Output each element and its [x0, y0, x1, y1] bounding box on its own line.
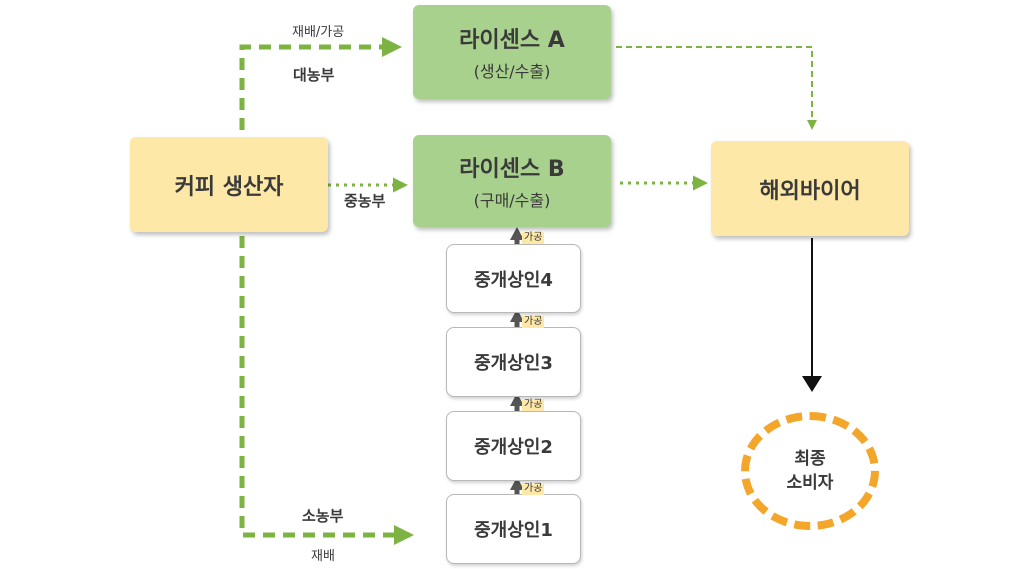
- label-large-farm: 대농부: [293, 66, 335, 84]
- broker-3-label: 중개상인3: [474, 353, 553, 374]
- license-a-node: 라이센스 A (생산/수출): [413, 5, 611, 99]
- processing-tag-4: 가공: [522, 483, 545, 495]
- broker-1-label: 중개상인1: [474, 520, 553, 541]
- label-grow-process: 재배/가공: [292, 25, 345, 40]
- coffee-producer-label: 커피 생산자: [174, 174, 284, 200]
- arrowhead-broker3-to-broker4: [510, 309, 524, 322]
- label-medium-farm: 중농부: [344, 192, 386, 210]
- final-consumer-label-line1: 최종: [794, 449, 826, 469]
- broker-4-label: 중개상인4: [474, 269, 553, 291]
- arrowhead-broker2-to-broker3: [510, 393, 524, 406]
- final-consumer-node: 최종 소비자: [741, 412, 879, 530]
- processing-tag-2: 가공: [522, 316, 545, 328]
- final-consumer-label-line2: 소비자: [786, 473, 834, 493]
- arrow-producer-to-brokers: [239, 236, 414, 545]
- arrowhead-broker4-to-license-b: [510, 227, 524, 240]
- broker-3-node: 중개상인3: [446, 327, 581, 397]
- label-grow: 재배: [311, 549, 335, 564]
- broker-2-node: 중개상인2: [446, 411, 581, 481]
- overseas-buyer-label: 해외바이어: [759, 178, 861, 204]
- license-b-title: 라이센스 B: [459, 157, 565, 182]
- arrowhead-broker1-to-broker2: [510, 477, 524, 490]
- license-a-title: 라이센스 A: [459, 28, 565, 53]
- license-b-subtitle: (구매/수출): [473, 191, 551, 210]
- processing-tag-3: 가공: [522, 399, 545, 411]
- overseas-buyer-node: 해외바이어: [711, 141, 909, 236]
- license-a-subtitle: (생산/수출): [473, 62, 551, 81]
- processing-tag-1: 가공: [522, 232, 545, 244]
- arrow-producer-to-license-a: [239, 37, 402, 130]
- license-b-node: 라이센스 B (구매/수출): [413, 135, 611, 227]
- coffee-producer-node: 커피 생산자: [130, 137, 328, 232]
- broker-1-node: 중개상인1: [446, 494, 581, 564]
- label-small-farm: 소농부: [302, 507, 344, 525]
- arrow-license-a-to-buyer: [616, 46, 817, 130]
- arrowhead-buyer-to-consumer: [802, 376, 822, 392]
- broker-4-node: 중개상인4: [446, 244, 581, 313]
- broker-2-label: 중개상인2: [474, 437, 553, 458]
